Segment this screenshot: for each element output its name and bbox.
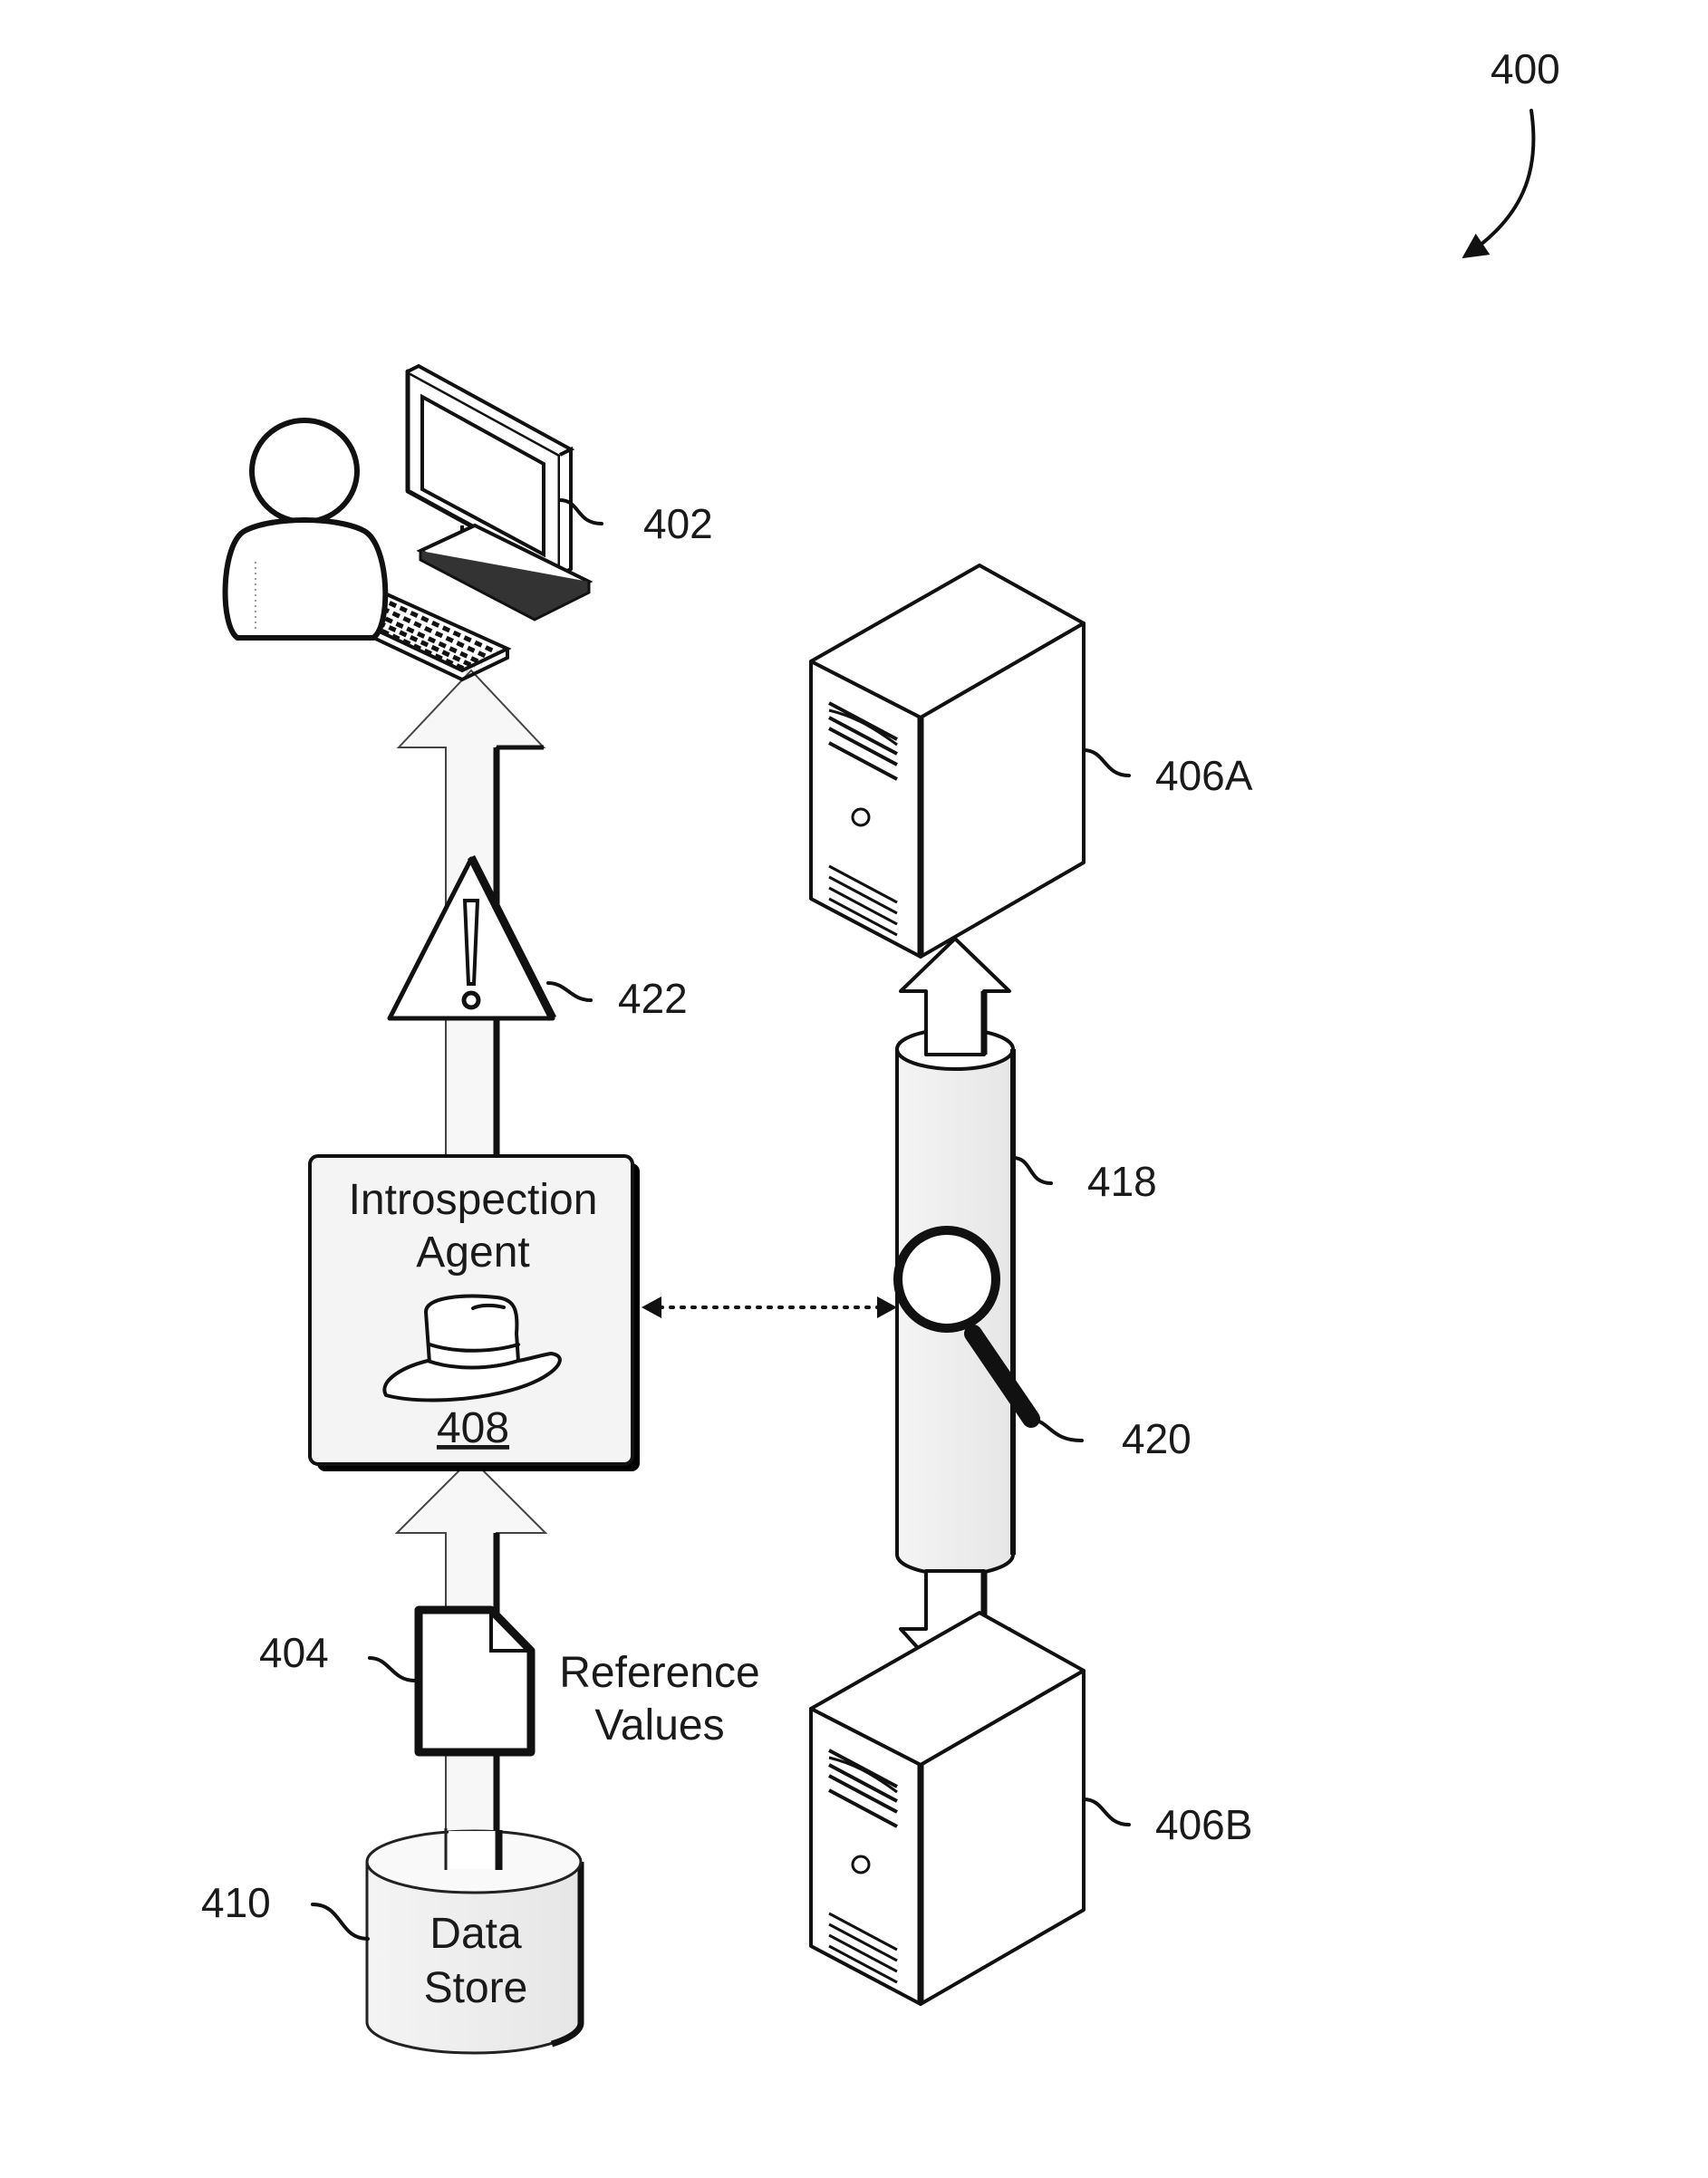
leader-magnifier bbox=[1031, 1419, 1082, 1441]
leader-document bbox=[370, 1658, 415, 1681]
figure-number: 400 bbox=[1491, 45, 1560, 92]
ref-document: 404 bbox=[259, 1629, 329, 1676]
introspection-agent-box: Introspection Agent 408 bbox=[310, 1156, 640, 1471]
ref-pipe: 418 bbox=[1087, 1158, 1157, 1205]
ref-data-store: 410 bbox=[201, 1879, 271, 1926]
server-tower-icon-bottom bbox=[811, 1613, 1084, 2004]
reference-values-line1: Reference bbox=[559, 1649, 759, 1697]
user-at-computer-icon bbox=[226, 366, 589, 679]
document-icon bbox=[419, 1610, 531, 1752]
agent-title-line2: Agent bbox=[416, 1229, 529, 1277]
link-arrowhead-right bbox=[877, 1296, 897, 1318]
agent-title-line1: Introspection bbox=[349, 1176, 598, 1224]
warning-triangle-icon bbox=[390, 857, 553, 1018]
database-cylinder-icon: Data Store bbox=[367, 1828, 581, 2053]
ref-server-top: 406A bbox=[1155, 752, 1253, 799]
server-tower-icon bbox=[811, 565, 1084, 957]
leader-server-top bbox=[1084, 750, 1129, 776]
ref-warning: 422 bbox=[618, 975, 688, 1022]
leader-data-store bbox=[313, 1904, 368, 1939]
agent-ref: 408 bbox=[437, 1404, 509, 1452]
ref-magnifier: 420 bbox=[1122, 1415, 1192, 1462]
link-arrowhead-left bbox=[642, 1296, 661, 1318]
leader-warning bbox=[548, 983, 591, 1000]
leader-server-bottom bbox=[1084, 1799, 1129, 1825]
ref-user-computer: 402 bbox=[643, 500, 713, 547]
figure-pointer-arrow bbox=[1466, 111, 1533, 255]
leader-pipe bbox=[1013, 1158, 1051, 1183]
data-store-line1: Data bbox=[429, 1910, 522, 1958]
reference-values-line2: Values bbox=[594, 1701, 724, 1749]
ref-server-bottom: 406B bbox=[1155, 1801, 1252, 1848]
data-store-line2: Store bbox=[424, 1964, 528, 2012]
